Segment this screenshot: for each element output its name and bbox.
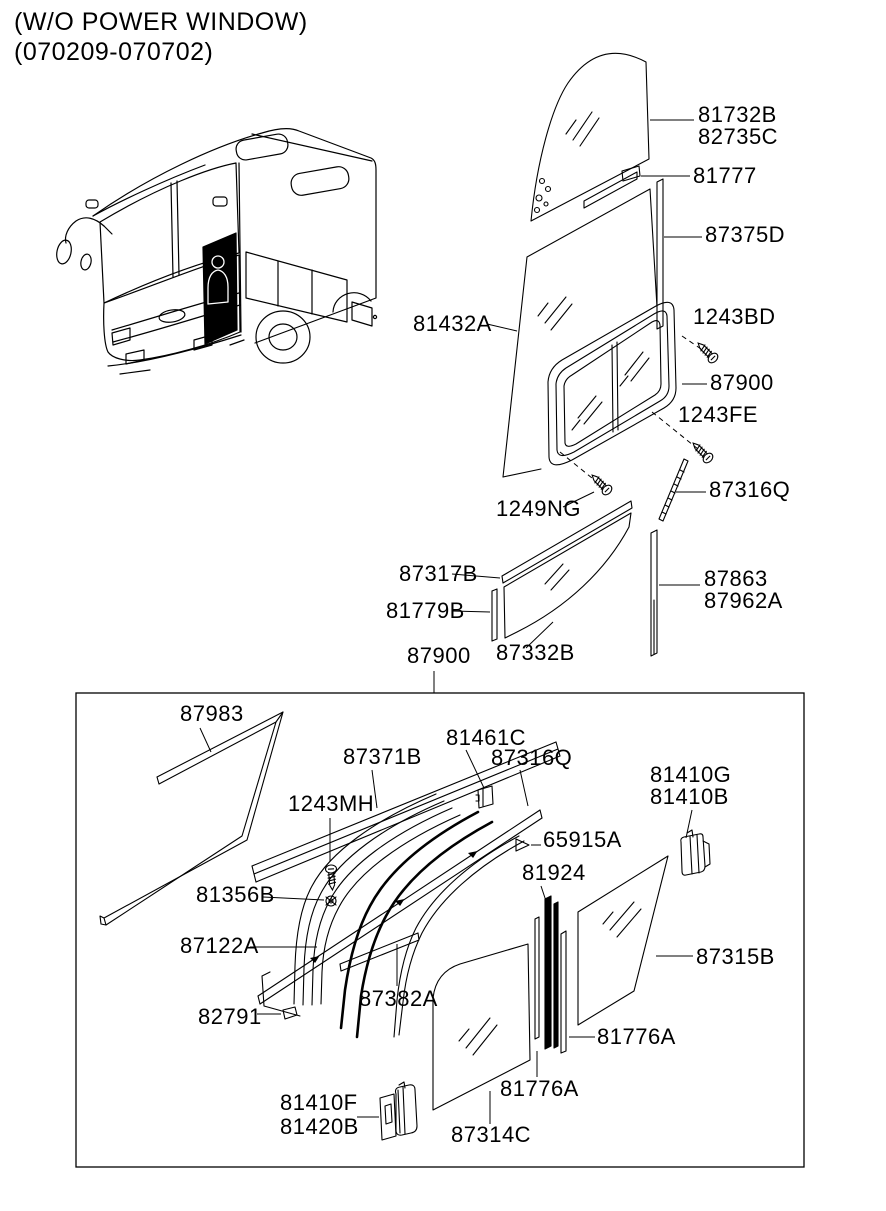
- rail-87316q-box-drawing: [257, 809, 543, 1005]
- leader-lines-top: [433, 119, 707, 693]
- part-label-81777: 81777: [693, 163, 757, 188]
- part-label-81410g: 81410G: [650, 762, 732, 787]
- strip-81777-drawing: [621, 165, 641, 182]
- part-label-81776a-bottom: 81776A: [500, 1076, 579, 1101]
- part-label-81776a-right: 81776A: [597, 1024, 676, 1049]
- glass-87314c-drawing: [432, 943, 531, 1111]
- part-label-87315b: 87315B: [696, 944, 775, 969]
- part-label-81420b: 81420B: [280, 1114, 359, 1139]
- sliding-window-87900-drawing: [547, 301, 677, 466]
- page-title-line2: (070209-070702): [14, 38, 214, 66]
- part-label-81356b: 81356B: [196, 882, 275, 907]
- part-label-87332b: 87332B: [496, 640, 575, 665]
- strip-81779b-drawing: [491, 588, 498, 642]
- part-label-81410b: 81410B: [650, 784, 729, 809]
- glass-87332b-drawing: [503, 512, 632, 639]
- part-label-81924: 81924: [522, 860, 586, 885]
- page-title-line1: (W/O POWER WINDOW): [14, 8, 308, 36]
- screw-1243mh-icon: [324, 864, 339, 891]
- kit-box-border: [75, 692, 805, 1168]
- part-label-87371b: 87371B: [343, 744, 422, 769]
- glass-87315b-drawing: [577, 855, 669, 1026]
- part-label-81732b: 81732B: [698, 102, 777, 127]
- wedge-65915a-drawing: [515, 838, 530, 852]
- strip-cluster-81924-81776a-drawing: [534, 895, 567, 1054]
- strip-87316q-top-drawing: [658, 458, 689, 522]
- part-label-81410f: 81410F: [280, 1090, 358, 1115]
- grommet-81356b-drawing: [325, 895, 337, 907]
- part-label-87375d: 87375D: [705, 222, 786, 247]
- strip-87863-drawing: [650, 529, 658, 657]
- bar-87382a-drawing: [339, 932, 420, 972]
- part-label-1243mh: 1243MH: [288, 791, 375, 816]
- strip-87375d-drawing: [656, 178, 664, 330]
- part-label-87382a: 87382A: [359, 986, 438, 1011]
- part-label-87900-top: 87900: [710, 370, 774, 395]
- clip-81461c-drawing: [475, 785, 494, 809]
- part-label-87983: 87983: [180, 701, 244, 726]
- leader-lines-box: [199, 727, 693, 1124]
- clip-82791-drawing: [282, 1006, 298, 1020]
- part-label-1243bd: 1243BD: [693, 304, 776, 329]
- run-channel-rear-drawing: [339, 810, 494, 1039]
- screw-1243bd-icon: [693, 338, 721, 366]
- part-label-81779b: 81779B: [386, 598, 465, 623]
- part-label-1243fe: 1243FE: [678, 402, 759, 427]
- glass-81732b-drawing: [530, 52, 650, 222]
- part-label-81461c: 81461C: [446, 725, 527, 750]
- screw-1243fe-icon: [688, 438, 716, 466]
- part-label-87317b: 87317B: [399, 561, 478, 586]
- part-label-87316q-top: 87316Q: [709, 477, 791, 502]
- part-label-1249ng: 1249NG: [496, 496, 581, 521]
- part-label-82791: 82791: [198, 1004, 262, 1029]
- part-label-87863: 87863: [704, 566, 768, 591]
- part-label-81432a: 81432A: [413, 311, 492, 336]
- rail-87371b-drawing: [251, 741, 561, 883]
- part-label-87316q-box: 87316Q: [491, 745, 573, 770]
- part-label-87122a: 87122A: [180, 933, 259, 958]
- part-label-82735c: 82735C: [698, 124, 779, 149]
- bus-illustration: [56, 127, 378, 375]
- part-label-87314c: 87314C: [451, 1122, 532, 1147]
- part-label-87962a: 87962A: [704, 588, 783, 613]
- latch-81410g-drawing: [680, 829, 711, 876]
- molding-87983-drawing: [99, 711, 284, 926]
- run-channel-thin-drawing: [393, 835, 525, 1038]
- latch-81410f-drawing: [379, 1081, 418, 1141]
- part-label-65915a: 65915A: [543, 827, 622, 852]
- part-label-87900-kit: 87900: [407, 643, 471, 668]
- strip-87317b-drawing: [501, 500, 633, 584]
- glass-81432a-drawing: [502, 188, 658, 478]
